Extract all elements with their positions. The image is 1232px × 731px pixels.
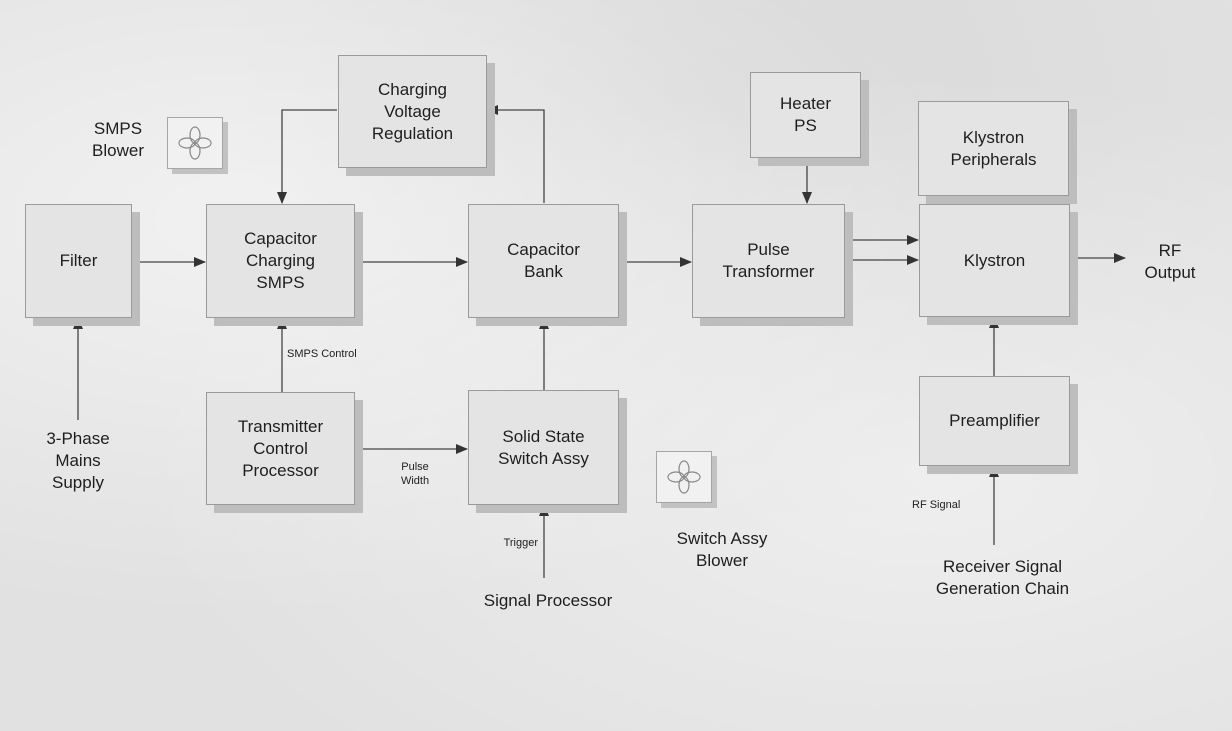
receiver-signal-generation-chain-label: Receiver Signal Generation Chain	[935, 557, 1070, 598]
rf-signal-label: RF Signal	[912, 499, 961, 511]
pulse-width-label: Pulse Width	[400, 461, 430, 487]
trigger-label: Trigger	[503, 537, 538, 549]
fan-icon	[667, 460, 701, 494]
pulse-transformer-block: Pulse Transformer	[692, 204, 845, 318]
arrow-regulation-to-smps	[277, 109, 337, 204]
switch-assy-blower-fan	[656, 451, 712, 503]
klystron-peripherals-block: Klystron Peripherals	[918, 101, 1069, 196]
fan-icon	[178, 126, 212, 160]
signal-processor-label: Signal Processor	[483, 591, 613, 610]
three-phase-mains-supply-label: 3-Phase Mains Supply	[46, 429, 110, 492]
filter-block: Filter	[25, 204, 132, 318]
capacitor-charging-smps-block: Capacitor Charging SMPS	[206, 204, 355, 318]
solid-state-switch-assy-block: Solid State Switch Assy	[468, 390, 619, 505]
capacitor-bank-block: Capacitor Bank	[468, 204, 619, 318]
smps-blower-label: SMPS Blower	[92, 119, 144, 160]
smps-control-label: SMPS Control	[287, 348, 357, 360]
charging-voltage-regulation-block: Charging Voltage Regulation	[338, 55, 487, 168]
rf-output-label: RF Output	[1144, 241, 1196, 282]
transmitter-control-processor-block: Transmitter Control Processor	[206, 392, 355, 505]
switch-assy-blower-label: Switch Assy Blower	[676, 529, 768, 570]
smps-blower-fan	[167, 117, 223, 169]
preamplifier-block: Preamplifier	[919, 376, 1070, 466]
heater-ps-block: Heater PS	[750, 72, 861, 158]
klystron-block: Klystron	[919, 204, 1070, 317]
arrow-bank-to-regulation	[486, 105, 545, 203]
